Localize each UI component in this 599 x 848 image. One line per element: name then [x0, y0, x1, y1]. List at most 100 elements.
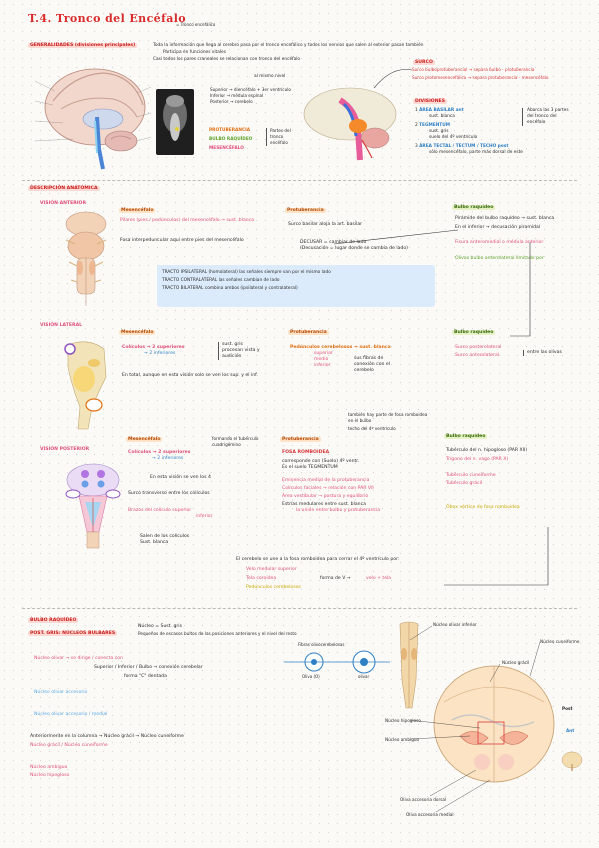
lateral-mes-3: sust. gris	[222, 342, 243, 347]
posterior-mes-4: En esta visión se ven los 4	[150, 475, 211, 480]
posterior-bottom-side-1: forma de V →	[320, 576, 351, 581]
mri-image	[156, 89, 194, 155]
posterior-mes-2: → 2 inferiores	[152, 456, 184, 461]
lateral-header-bulbo: Bulbo raquídeo	[452, 330, 496, 335]
lateral-pro-2: superior	[314, 351, 333, 356]
olive-circuit-label-2: Oliva (O)	[302, 674, 320, 679]
intro-line-1: Toda la información que llega al cerebro…	[153, 43, 424, 48]
posterior-pro-2: corresponde con (Suelo) 4º ventr.	[282, 459, 360, 464]
divider-1	[22, 180, 577, 181]
posterior-mes-7: inferior	[196, 514, 213, 519]
bulbo-item-4: Núcleo olivar accesorio	[34, 690, 88, 695]
parts-brace-label: Partes del tronco encéfalo	[266, 128, 300, 146]
lateral-mes-4: procesan vista y audición	[222, 348, 260, 359]
diagram-label-gracil: Núcleo grácil	[502, 660, 530, 665]
nerve-line-posterior: Posterior → cerebelo	[210, 99, 253, 104]
posterior-pro-1: FOSA ROMBOIDEA	[282, 450, 330, 455]
lateral-bulbo-1: Surco posterolateral	[455, 345, 502, 350]
view-label-lateral: VISIÓN LATERAL	[40, 323, 83, 328]
brainstem-lateral-view-illustration	[58, 337, 114, 431]
page-title: T.4. Tronco del Encéfalo	[28, 12, 187, 25]
tracts-box	[157, 265, 435, 307]
olive-circuit-label-3: olivar	[358, 674, 370, 679]
posterior-bottom-2: Velo medular superior	[246, 567, 297, 572]
posterior-bottom-side-2: velo + tela	[366, 576, 392, 581]
divisiones-title: DIVISIONES	[413, 99, 448, 104]
tract-contralateral: TRACTO CONTRALATERAL las señales cambian…	[162, 278, 280, 283]
posterior-bulbo-4: Tubérculo grácil	[446, 481, 483, 486]
posterior-header-bulbo: Bulbo raquídeo	[444, 434, 488, 439]
posterior-pro-4: Eminencia medial de la protuberancia	[282, 478, 370, 483]
posterior-bulbo-5: Óbex vértice de fosa romboidea	[446, 505, 520, 510]
lateral-mes-2: → 2 inferiores	[144, 351, 176, 356]
lateral-bulbo-2: Surco anterolateral	[455, 353, 500, 358]
posterior-header-protuberancia: Protuberancia	[280, 437, 321, 442]
division-area-tectal: ÁREA TECTAL / TECTUM / TECHO post	[419, 144, 509, 149]
lateral-bulbo-3: entre las olivas	[523, 350, 577, 356]
division-sub-mesencefalo: sólo mesencéfalo, parte más dorsal de es…	[429, 150, 523, 155]
lateral-header-mesencefalo: Mesencéfalo	[119, 330, 156, 335]
bulbo-intro-2: Pequeños de escasos bultos de las posici…	[138, 631, 297, 636]
posterior-mes-3: formando el tubérculo cuadrigémino	[212, 436, 259, 447]
part-protuberancia: PROTUBERANCIA	[209, 128, 251, 133]
division-sub-suelo: suelo del 4º ventrículo	[429, 135, 478, 140]
lateral-pro-3: medio	[314, 357, 329, 362]
division-sub-sust-blanca: sust. blanca	[429, 114, 455, 119]
posterior-bottom-1: El cerebelo se une a la fosa romboidea p…	[236, 557, 400, 562]
posterior-bottom-3: Tela coroidea	[246, 576, 277, 581]
bulbo-item-9: Núcleo hipogloso	[30, 773, 70, 778]
bulbo-item-3: forma "C" dentada	[124, 674, 167, 679]
posterior-bulbo-3: Tubérculo cuneiforme	[446, 473, 496, 478]
tract-ipsilateral: TRACTO IPSILATERAL (homolateral) las señ…	[162, 270, 331, 275]
intro-line-4: al mismo nivel	[254, 74, 286, 79]
brainstem-anterior-illustration	[63, 210, 109, 310]
anterior-bulbo-3: Fisura anteromedial o médula anterior	[455, 240, 544, 245]
divisiones-brace-label: Abarca las 3 partes del tronco del encéf…	[522, 108, 575, 126]
posterior-mes-6: Brazos del colículo superior	[128, 508, 192, 513]
diagram-label-cuneiforme: Núcleo cuneiforme	[540, 639, 580, 644]
arrow-bulbo-down	[510, 242, 531, 337]
diagram-label-oliva-dorsal: Oliva accesoria dorsal	[400, 797, 447, 802]
view-label-posterior: VISIÓN POSTERIOR	[40, 447, 90, 452]
anterior-bulbo-4: Olivas bulbo anterolateral limitado por	[455, 256, 544, 261]
posterior-mes-5: Surco transverso entre los colículos	[128, 491, 210, 496]
divider-2	[22, 608, 577, 609]
lateral-mes-5: En total, aunque en esta visión solo se …	[122, 373, 258, 378]
bulbo-intro-1: Núcleo = Sust. gris	[138, 624, 182, 629]
posterior-mes-9: Sust. blanca	[140, 540, 169, 545]
bulbo-item-1: Núcleo olivar → se dirige / conecta con	[34, 656, 123, 661]
part-mesencefalo: MESENCÉFALO	[209, 146, 244, 151]
decussation-note-1: DECUSAR = cambiar de lado	[300, 240, 367, 245]
subtitle-tag: = Tronco encefálico	[176, 22, 216, 27]
olive-circuit-diagram	[280, 640, 390, 686]
posterior-pro-6: Área vestibular → postura y equilibrio	[282, 494, 369, 499]
lateral-header-protuberancia: Protuberancia	[288, 330, 329, 335]
brainstem-posterior-illustration	[63, 458, 123, 550]
lateral-pro-1: Pedúnculos cerebelosos → sust. blanca	[290, 345, 391, 350]
nerve-line-inferior: Inferior → médula espinal	[210, 93, 264, 98]
anterior-mes-1: Pilares (pies / pedúnculos) del mesencéf…	[120, 218, 255, 223]
lateral-pro-4: inferior	[314, 363, 331, 368]
diagram-label-post: Post	[562, 706, 573, 711]
tract-bilateral: TRACTO BILATERAL combina ambos (ipsilate…	[162, 286, 298, 291]
bulbo-spinal-diagram	[392, 620, 426, 710]
division-tegmentum: TEGMENTUM	[419, 123, 451, 128]
diagram-label-ambiguo: Núcleo ambiguo	[385, 737, 420, 742]
posterior-pro-5: Colículos faciales → relación con PAR VI…	[282, 486, 374, 491]
bulbo-item-6: Anteriormente en la columna → Núcleo grá…	[30, 734, 184, 739]
bulbo-item-8: Núcleo ambiguo	[30, 765, 68, 770]
posterior-pro-3: Es el suelo TEGMENTUM	[282, 465, 338, 470]
posterior-mes-1: Colículos → 2 superiores	[128, 450, 191, 455]
anterior-header-bulbo: Bulbo raquídeo	[452, 205, 496, 210]
anterior-bulbo-1: Pirámide del bulbo raquídeo → sust. blan…	[455, 216, 555, 221]
posterior-mes-8: Salen de los colículos	[140, 534, 190, 539]
lateral-mes-1: Colículos → 2 superiores	[122, 345, 185, 350]
bulbo-item-7: Núcleo grácil / Núcleo cuneiforme	[30, 743, 108, 748]
anterior-mes-2: Fosa interpeduncular aquí entre pies del…	[120, 238, 244, 243]
nerve-line-superior: Superior → diencéfalo + 3er ventrículo	[210, 87, 291, 92]
brainstem-lateral-illustration	[300, 80, 405, 162]
decussation-note-2: (Decusación = lugar donde se cambia de l…	[300, 246, 408, 251]
olive-circuit-label-1: Fibras olivocerebelosas	[298, 642, 345, 647]
arrow-decussation	[333, 229, 459, 245]
arrow-surco	[373, 69, 413, 89]
